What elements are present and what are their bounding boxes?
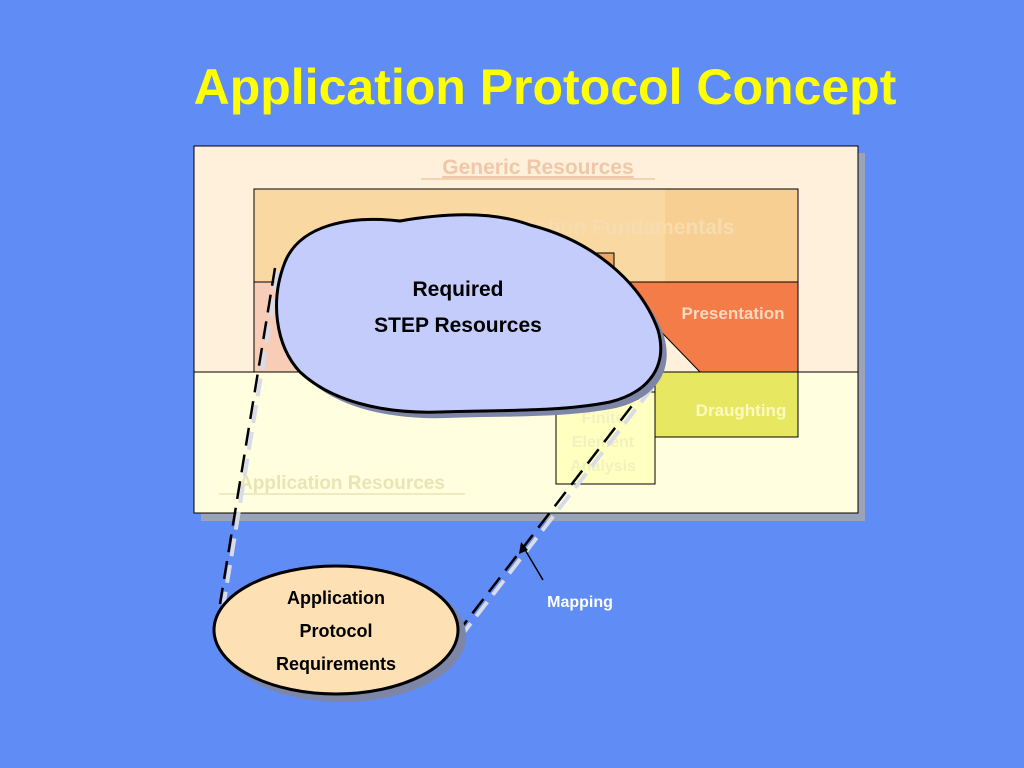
- page-title: Application Protocol Concept: [193, 59, 897, 115]
- draughting-label: Draughting: [696, 401, 787, 420]
- aprq-label-3: Requirements: [276, 654, 396, 674]
- fea-label-1: Finite: [582, 410, 625, 427]
- cloud-label-1: Required: [412, 278, 503, 301]
- aprq-label-2: Protocol: [299, 621, 372, 641]
- dashed-connectors: [218, 267, 654, 642]
- draughting-box: [654, 371, 799, 438]
- required-resources-cloud: [275, 213, 663, 414]
- fundamentals-box-right: [665, 189, 798, 282]
- presentation-label: Presentation: [682, 304, 785, 323]
- fea-label-3: Analysis: [570, 458, 636, 475]
- mapping-pointer-head: [519, 542, 528, 554]
- application-resources-label: Application Resources: [239, 473, 445, 494]
- generic-resources-label: Generic Resources: [442, 156, 633, 179]
- aprq-label-1: Application: [287, 588, 385, 608]
- mapping-label: Mapping: [547, 594, 613, 611]
- fea-label-2: Element: [572, 434, 635, 451]
- mapping-pointer-line: [523, 547, 544, 581]
- cloud-label-2: STEP Resources: [374, 314, 542, 337]
- protocol-requirements-ellipse: [212, 564, 460, 696]
